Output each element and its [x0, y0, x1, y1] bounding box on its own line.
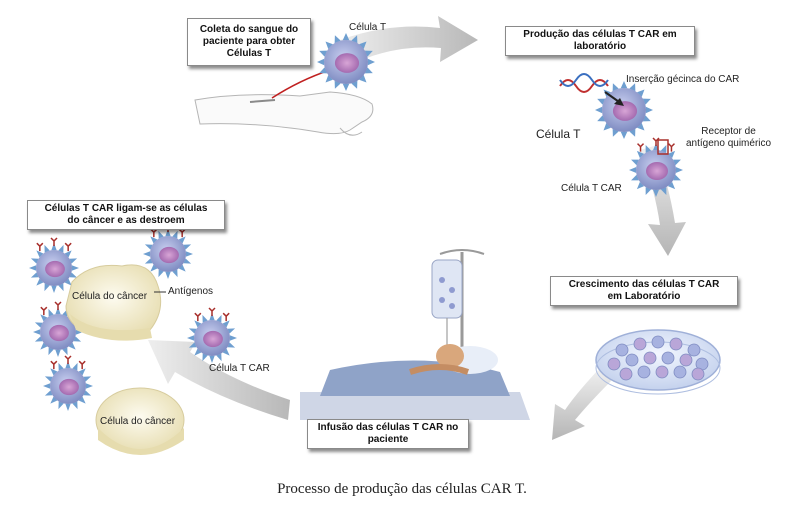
dish-cell — [633, 337, 647, 351]
label-receptor-line1: Receptor de — [701, 126, 756, 137]
dish-cell — [651, 335, 665, 349]
dish-cell — [619, 367, 633, 381]
label-t-cell-mid: Célula T — [536, 127, 581, 141]
label-receptor-line2: antígeno quimérico — [686, 138, 772, 149]
step-production-line1: Produção das células T CAR em — [523, 29, 677, 40]
dna-strand-icon — [559, 73, 624, 106]
step-box-collection: Coleta do sangue do paciente para obter … — [187, 18, 311, 66]
car-t-cell-1-illustration — [29, 237, 79, 293]
patient-in-bed-illustration — [300, 344, 530, 420]
step-box-binding: Células T CAR ligam-se as células do cân… — [27, 200, 225, 230]
step-box-production: Produção das células T CAR em laboratóri… — [505, 26, 695, 56]
dish-cell — [661, 351, 675, 365]
t-cell-collection-illustration — [317, 33, 375, 91]
t-cell-lab-illustration — [595, 81, 653, 139]
step-box-infusion: Infusão das células T CAR no paciente — [307, 419, 469, 449]
dish-cell — [643, 351, 657, 365]
step-collection-line1: Coleta do sangue do — [199, 24, 299, 35]
step-growth-line2: em Laboratório — [607, 291, 681, 302]
label-gene-insertion: Inserção gécinca do CAR — [626, 74, 740, 85]
iv-drip-illustration — [431, 249, 485, 420]
dish-cell — [637, 365, 651, 379]
cancer-cell-2-illustration — [95, 387, 185, 455]
dish-cell — [691, 367, 705, 381]
step-production-line2: laboratório — [573, 41, 627, 52]
dish-cell — [607, 357, 621, 371]
dish-cell — [615, 343, 629, 357]
car-t-cell-4-illustration — [187, 307, 237, 363]
label-t-cell-top: Célula T — [349, 22, 387, 33]
step-binding-line1: Células T CAR ligam-se as células — [44, 203, 208, 214]
label-car-t-cell-mid: Célula T CAR — [561, 183, 622, 194]
step-binding-line2: do câncer e as destroem — [67, 215, 185, 226]
arrow-infusion-to-binding — [148, 340, 290, 420]
car-t-cell-2-illustration — [143, 223, 193, 279]
step-collection-line3: Células T — [226, 48, 272, 59]
step-box-growth: Crescimento das células T CAR em Laborat… — [550, 276, 738, 306]
step-infusion-line1: Infusão das células T CAR no — [317, 422, 459, 433]
dish-cell — [669, 337, 683, 351]
arrow-growth-to-infusion — [552, 370, 612, 440]
label-antigens: Antígenos — [168, 286, 214, 297]
label-cancer-cell-1: Célula do câncer — [72, 291, 148, 302]
label-cancer-cell-2: Célula do câncer — [100, 416, 176, 427]
cancer-cell-1-illustration — [65, 264, 162, 341]
dish-cell — [655, 365, 669, 379]
label-car-t-cell-left: Célula T CAR — [209, 363, 270, 374]
receptor-marker-icon — [657, 139, 669, 155]
arrow-collection-to-production — [340, 16, 478, 64]
dish-cell — [679, 353, 693, 367]
car-t-cell-lab-illustration — [629, 137, 683, 197]
car-t-cell-3-illustration — [33, 301, 83, 357]
dish-cell — [625, 353, 639, 367]
step-infusion-line2: paciente — [367, 434, 409, 445]
step-growth-line1: Crescimento das células T CAR — [568, 279, 720, 290]
dish-cell — [673, 365, 687, 379]
step-collection-line2: paciente para obter — [202, 36, 296, 47]
car-t-cell-5-illustration — [43, 355, 93, 411]
figure-caption: Processo de produção das células CAR T. — [277, 481, 527, 497]
label-receptor: Receptor de antígeno quimérico — [686, 126, 771, 150]
dish-cell — [687, 343, 701, 357]
